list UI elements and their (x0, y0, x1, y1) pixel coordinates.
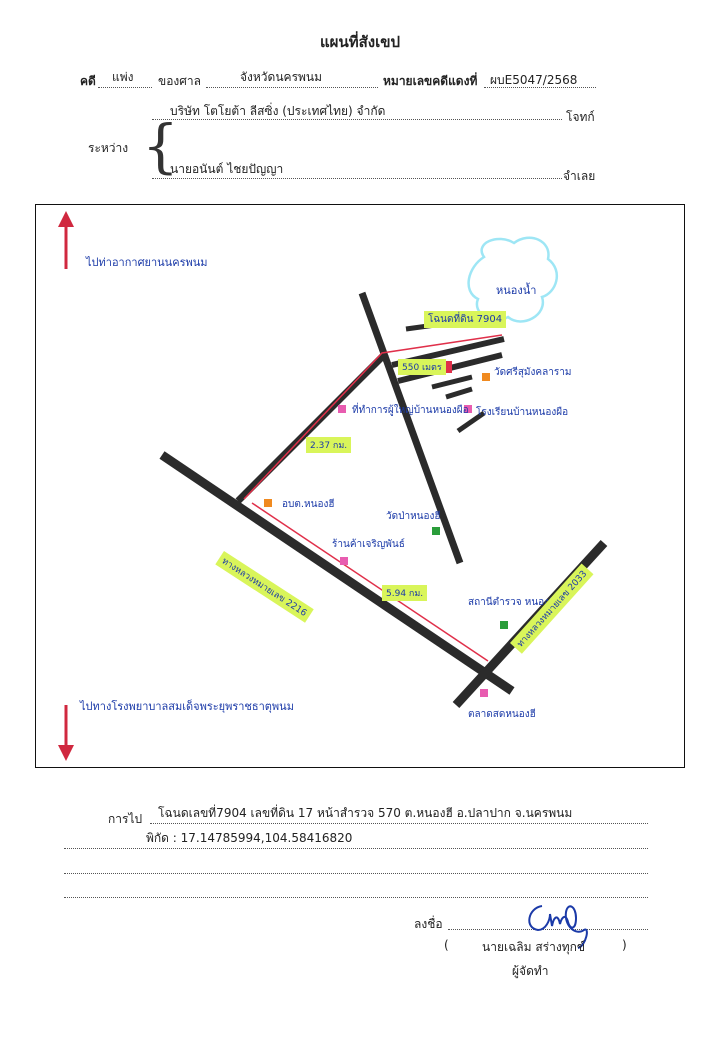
side-road-6 (456, 410, 486, 434)
brace: { (142, 112, 179, 180)
marker-sao (264, 499, 272, 507)
divider (64, 872, 648, 874)
open-paren: ( (444, 938, 449, 952)
route-line-2 (251, 502, 489, 662)
marker-school (464, 405, 472, 413)
court-label: ของศาล (158, 74, 201, 88)
close-paren: ) (622, 938, 627, 952)
route-line-1 (243, 334, 503, 500)
defendant-name: นายอนันต์ ไชยปัญญา (170, 162, 284, 176)
marker-temple2 (432, 527, 440, 535)
divider (98, 86, 152, 88)
plaintiff-label: โจทก์ (566, 110, 595, 124)
marker-shop (340, 557, 348, 565)
place-police-label: สถานีตำรวจ หนองฮี (468, 597, 556, 608)
place-temple2-label: วัดป่าหนองฮี (386, 511, 441, 522)
marker-wat (482, 373, 490, 381)
divider (484, 86, 596, 88)
divider (152, 177, 562, 179)
red-case-label: หมายเลขคดีแดงที่ (383, 74, 478, 88)
distance-5-94km: 5.94 กม. (382, 585, 428, 601)
sign-label: ลงชื่อ (414, 917, 443, 931)
page-title: แผนที่สังเขป (320, 33, 400, 51)
handwritten-signature (528, 905, 588, 949)
place-village-office-label: ที่ทำการผู้ใหญ่บ้านหนองผือ (352, 405, 469, 416)
road-2216 (159, 451, 515, 695)
divider (152, 118, 562, 120)
divider (150, 822, 648, 824)
distance-2-37km: 2.37 กม. (306, 437, 352, 453)
map-drawing (58, 211, 608, 761)
place-shop-label: ร้านค้าเจริญพันธ์ (332, 539, 405, 550)
marker-market (480, 689, 488, 697)
directions-label: การไป (108, 812, 143, 826)
distance-550m: 550 เมตร (398, 359, 446, 375)
court-name: จังหวัดนครพนม (240, 70, 323, 84)
to-hospital-label: ไปทางโรงพยาบาลสมเด็จพระยุพราชธาตุพนม (80, 700, 294, 713)
divider (206, 86, 378, 88)
marker-police (500, 621, 508, 629)
place-wat-label: วัดศรีสุมังคลาราม (494, 367, 572, 378)
case-type: แพ่ง (112, 70, 134, 84)
signer-role: ผู้จัดทำ (512, 964, 549, 978)
to-airport-label: ไปท่าอากาศยานนครพนม (86, 256, 208, 269)
place-market-label: ตลาดสดหนองฮี (468, 709, 536, 720)
side-road-3 (431, 374, 473, 390)
pond-shape (467, 236, 559, 323)
between-label: ระหว่าง (88, 141, 129, 155)
defendant-label: จำเลย (563, 169, 596, 183)
divider (448, 928, 648, 930)
directions-coordinates: พิกัด : 17.14785994,104.58416820 (146, 831, 353, 845)
map-frame: ไปท่าอากาศยานนครพนม ไปทางโรงพยาบาลสมเด็จ… (35, 204, 685, 768)
directions-line-1: โฉนดเลขที่7904 เลขที่ดิน 17 หน้าสำรวจ 57… (158, 806, 573, 820)
arrow-head-bottom (58, 745, 74, 761)
arrow-head-top (58, 211, 74, 227)
land-deed-label: โฉนดที่ดิน 7904 (424, 311, 507, 328)
place-school-label: โรงเรียนบ้านหนองผือ (476, 407, 569, 418)
divider (64, 847, 648, 849)
place-sao-label: อบต.หนองฮี (282, 499, 335, 510)
side-road-4 (445, 386, 473, 400)
road-village (358, 291, 464, 565)
case-label: คดี (80, 74, 96, 88)
plaintiff-name: บริษัท โตโยต้า ลีสซิ่ง (ประเทศไทย) จำกัด (170, 104, 386, 118)
pond-label: หนองน้ำ (496, 284, 537, 297)
marker-village-office (338, 405, 346, 413)
signer-name: นายเฉลิม สร่างทุกข์ (482, 940, 586, 954)
divider (64, 896, 648, 898)
red-case-number: ผบE5047/2568 (490, 73, 578, 87)
